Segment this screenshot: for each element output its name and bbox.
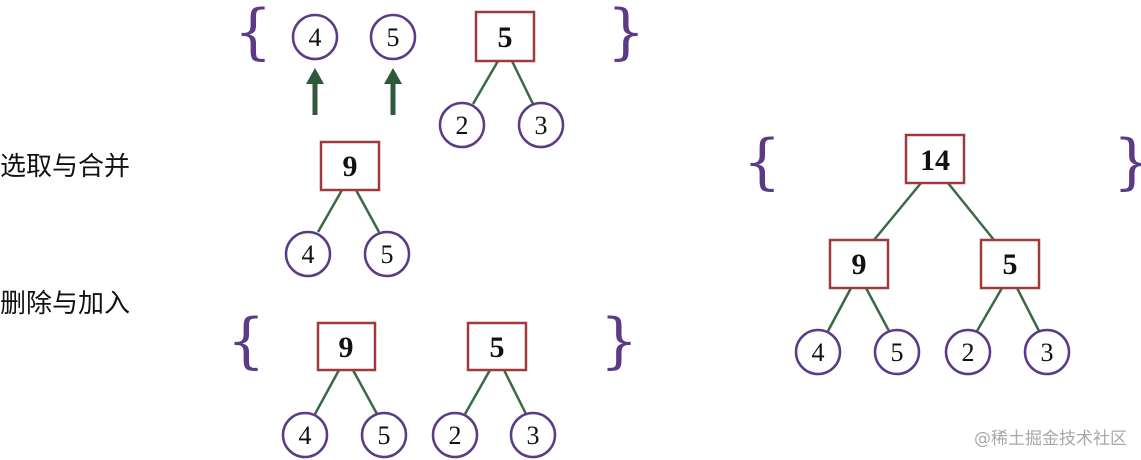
merged-child-4-node: 4 bbox=[284, 230, 332, 278]
final-leaf-2-node: 2 bbox=[944, 328, 992, 376]
bottom-box-9-child-5-node: 5 bbox=[360, 411, 408, 459]
edge-top5-3 bbox=[510, 60, 535, 105]
final-box-5-label: 5 bbox=[1003, 248, 1018, 281]
edge-bottom9-4 bbox=[313, 369, 341, 415]
bottom-box-9-node: 9 bbox=[316, 321, 377, 372]
bottom-box-5-child-2-label: 2 bbox=[449, 421, 462, 450]
final-root-14-node: 14 bbox=[904, 133, 966, 185]
bottom-open-brace: { bbox=[227, 306, 265, 376]
top-box-5-node: 5 bbox=[474, 10, 536, 63]
merged-box-9-node: 9 bbox=[319, 140, 381, 192]
edge-final14-9 bbox=[873, 182, 922, 241]
top-box-5-child-3-node: 3 bbox=[517, 101, 565, 149]
final-leaf-3-label: 3 bbox=[1041, 338, 1054, 367]
edge-bottom5-3 bbox=[502, 369, 528, 415]
final-leaf-4-node: 4 bbox=[794, 328, 842, 376]
merged-child-4-label: 4 bbox=[302, 240, 315, 269]
final-leaf-5-label: 5 bbox=[891, 338, 904, 367]
merged-child-5-node: 5 bbox=[363, 230, 411, 278]
top-open-brace: { bbox=[234, 0, 272, 67]
top-box-5-child-2-label: 2 bbox=[456, 111, 469, 140]
top-box-5-child-2-node: 2 bbox=[438, 101, 486, 149]
final-box-5-node: 5 bbox=[979, 238, 1041, 290]
delete-add-label: 删除与加入 bbox=[0, 289, 131, 319]
bottom-box-5-child-2-node: 2 bbox=[431, 411, 479, 459]
bottom-box-5-child-3-node: 3 bbox=[509, 411, 557, 459]
bottom-close-brace: } bbox=[600, 306, 638, 376]
top-leaf-5-label: 5 bbox=[387, 23, 400, 52]
final-close-brace: } bbox=[1113, 127, 1141, 197]
select-merge-label: 选取与合并 bbox=[0, 152, 131, 182]
edge-final9-5 bbox=[864, 287, 891, 332]
edge-final5-2 bbox=[975, 287, 1004, 332]
edge-final9-4 bbox=[826, 287, 853, 332]
bottom-box-5-label: 5 bbox=[490, 331, 505, 364]
final-box-9-label: 9 bbox=[852, 248, 867, 281]
edge-final5-3 bbox=[1015, 287, 1041, 332]
up-arrow-5-head bbox=[384, 68, 402, 84]
bottom-box-9-child-5-label: 5 bbox=[378, 421, 391, 450]
top-leaf-5-node: 5 bbox=[369, 13, 417, 61]
up-arrow-4-head bbox=[306, 68, 324, 84]
top-leaf-4-node: 4 bbox=[291, 13, 339, 61]
top-box-5-child-3-label: 3 bbox=[535, 111, 548, 140]
bottom-box-9-label: 9 bbox=[339, 331, 354, 364]
watermark-text: @稀土掘金技术社区 bbox=[974, 429, 1127, 449]
edge-merged9-4 bbox=[316, 189, 344, 233]
final-box-9-node: 9 bbox=[828, 238, 890, 290]
top-box-5-label: 5 bbox=[498, 21, 513, 54]
merged-box-9-label: 9 bbox=[343, 150, 358, 183]
final-leaf-2-label: 2 bbox=[962, 338, 975, 367]
top-close-brace: } bbox=[607, 0, 645, 67]
bottom-box-5-child-3-label: 3 bbox=[527, 421, 540, 450]
bottom-box-9-child-4-label: 4 bbox=[299, 421, 312, 450]
edge-merged9-5 bbox=[354, 189, 381, 233]
final-leaf-3-node: 3 bbox=[1023, 328, 1071, 376]
bottom-box-9-child-4-node: 4 bbox=[281, 411, 329, 459]
edge-top5-2 bbox=[471, 60, 500, 105]
final-leaf-4-label: 4 bbox=[812, 338, 825, 367]
edge-final14-5 bbox=[947, 182, 995, 241]
top-leaf-4-label: 4 bbox=[309, 23, 322, 52]
edge-bottom5-2 bbox=[463, 369, 492, 415]
edge-bottom9-5 bbox=[351, 369, 379, 415]
final-open-brace: { bbox=[743, 127, 781, 197]
final-root-14-label: 14 bbox=[920, 144, 950, 177]
bottom-box-5-node: 5 bbox=[466, 321, 528, 372]
merged-child-5-label: 5 bbox=[381, 240, 394, 269]
final-leaf-5-node: 5 bbox=[873, 328, 921, 376]
